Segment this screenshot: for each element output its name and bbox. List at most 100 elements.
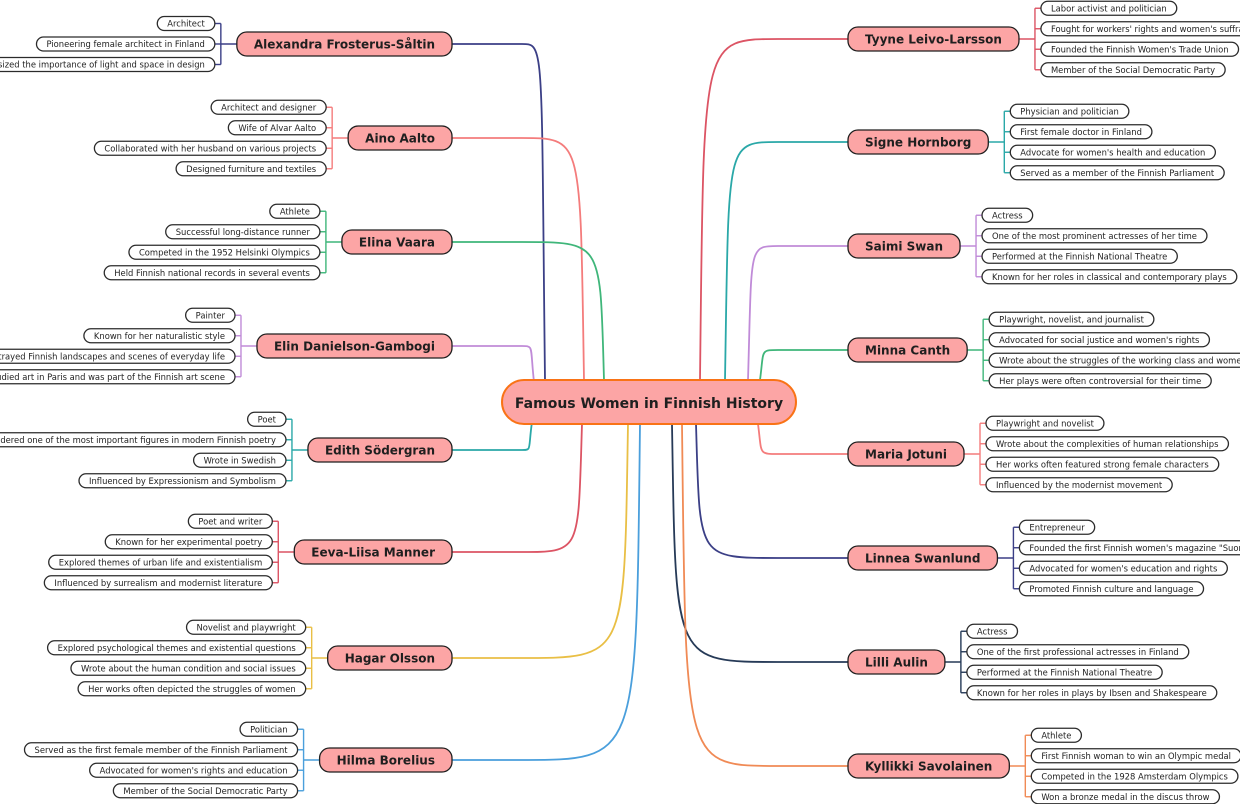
fact-item[interactable]: Her works often depicted the struggles o… bbox=[77, 681, 307, 697]
fact-item[interactable]: One of the first professional actresses … bbox=[966, 644, 1190, 660]
branch-minna-canth[interactable]: Minna Canth bbox=[847, 337, 968, 363]
fact-item[interactable]: Member of the Social Democratic Party bbox=[1040, 62, 1226, 78]
fact-item[interactable]: Wife of Alvar Aalto bbox=[227, 120, 327, 136]
branch-edith-sodergran[interactable]: Edith Södergran bbox=[307, 437, 453, 463]
fact-item[interactable]: Architect and designer bbox=[210, 99, 327, 115]
fact-item[interactable]: Known for her roles in classical and con… bbox=[981, 269, 1238, 285]
fact-item[interactable]: Influenced by the modernist movement bbox=[985, 477, 1173, 493]
fact-item[interactable]: Actress bbox=[981, 207, 1034, 223]
fact-label: Her works often featured strong female c… bbox=[996, 459, 1209, 469]
fact-item[interactable]: Her works often featured strong female c… bbox=[985, 456, 1220, 472]
fact-item[interactable]: Collaborated with her husband on various… bbox=[93, 140, 327, 156]
fact-item[interactable]: Competed in the 1928 Amsterdam Olympics bbox=[1030, 768, 1239, 784]
fact-item[interactable]: Founded the first Finnish women's magazi… bbox=[1018, 540, 1240, 556]
fact-item[interactable]: Advocated for women's rights and educati… bbox=[89, 762, 299, 778]
fact-item[interactable]: Influenced by surrealism and modernist l… bbox=[43, 575, 273, 591]
branch-aino-aalto[interactable]: Aino Aalto bbox=[347, 125, 453, 151]
fact-item[interactable]: Won a bronze medal in the discus throw bbox=[1030, 789, 1221, 804]
fact-box bbox=[1018, 560, 1228, 576]
fact-item[interactable]: Politician bbox=[239, 721, 299, 737]
fact-item[interactable]: Pioneering female architect in Finland bbox=[35, 36, 216, 52]
fact-item[interactable]: Novelist and playwright bbox=[185, 619, 307, 635]
fact-item[interactable]: One of the most prominent actresses of h… bbox=[981, 228, 1208, 244]
fact-item[interactable]: Known for her roles in plays by Ibsen an… bbox=[966, 685, 1218, 701]
branch-hilma-borelius[interactable]: Hilma Borelius bbox=[318, 747, 453, 773]
fact-item[interactable]: Athlete bbox=[269, 203, 321, 219]
fact-box bbox=[48, 554, 273, 570]
fact-box bbox=[966, 685, 1218, 701]
fact-item[interactable]: First female doctor in Finland bbox=[1009, 124, 1153, 140]
central-topic[interactable]: Famous Women in Finnish History bbox=[501, 379, 797, 425]
fact-item[interactable]: Wrote about the complexities of human re… bbox=[985, 436, 1230, 452]
fact-label: Architect and designer bbox=[221, 102, 317, 112]
fact-item[interactable]: Promoted Finnish culture and language bbox=[1018, 581, 1205, 597]
branch-lilli-aulin[interactable]: Lilli Aulin bbox=[847, 649, 946, 675]
branch-tyyne-leivo-larsson[interactable]: Tyyne Leivo-Larsson bbox=[847, 26, 1020, 52]
fact-item[interactable]: Wrote in Swedish bbox=[192, 452, 287, 468]
fact-box bbox=[981, 228, 1208, 244]
fact-item[interactable]: Poet bbox=[246, 411, 287, 427]
fact-item[interactable]: Designed furniture and textiles bbox=[175, 161, 327, 177]
fact-item[interactable]: Advocated for social justice and women's… bbox=[988, 332, 1211, 348]
fact-item[interactable]: Held Finnish national records in several… bbox=[103, 265, 321, 281]
connector-hagar-olsson bbox=[452, 423, 629, 659]
fact-item[interactable]: Explored themes of urban life and existe… bbox=[48, 554, 273, 570]
fact-item[interactable]: Competed in the 1952 Helsinki Olympics bbox=[128, 244, 321, 260]
fact-item[interactable]: Known for her naturalistic style bbox=[83, 328, 236, 344]
branch-elin-danielson-gambogi[interactable]: Elin Danielson-Gambogi bbox=[256, 333, 453, 359]
fact-item[interactable]: Known for her experimental poetry bbox=[104, 534, 273, 550]
branch-label: Maria Jotuni bbox=[865, 448, 947, 462]
fact-item[interactable]: Poet and writer bbox=[187, 513, 273, 529]
fact-item[interactable]: Performed at the Finnish National Theatr… bbox=[966, 664, 1163, 680]
fact-item[interactable]: Her plays were often controversial for t… bbox=[988, 373, 1212, 389]
fact-item[interactable]: Wrote about the human condition and soci… bbox=[70, 660, 307, 676]
fact-item[interactable]: Served as the first female member of the… bbox=[23, 742, 299, 758]
branch-kyllikki-savolainen[interactable]: Kyllikki Savolainen bbox=[847, 753, 1010, 779]
fact-item[interactable]: Fought for workers' rights and women's s… bbox=[1040, 21, 1240, 37]
fact-item[interactable]: Wrote about the struggles of the working… bbox=[988, 352, 1240, 368]
fact-item[interactable]: Painter bbox=[185, 307, 236, 323]
fact-box bbox=[988, 352, 1240, 368]
fact-item[interactable]: Founded the Finnish Women's Trade Union bbox=[1040, 41, 1240, 57]
fact-item[interactable]: Performed at the Finnish National Theatr… bbox=[981, 248, 1178, 264]
branch-alexandra-frosterus-saltin[interactable]: Alexandra Frosterus-Såltin bbox=[236, 31, 453, 57]
fact-item[interactable]: First Finnish woman to win an Olympic me… bbox=[1030, 748, 1240, 764]
fact-item[interactable]: Playwright, novelist, and journalist bbox=[988, 311, 1155, 327]
branch-saimi-swan[interactable]: Saimi Swan bbox=[847, 233, 961, 259]
branch-signe-hornborg[interactable]: Signe Hornborg bbox=[847, 129, 989, 155]
fact-box bbox=[210, 99, 327, 115]
branch-label: Elina Vaara bbox=[359, 236, 435, 250]
fact-item[interactable]: Architect bbox=[156, 15, 216, 32]
branch-label: Kyllikki Savolainen bbox=[865, 760, 992, 774]
fact-item[interactable]: Labor activist and politician bbox=[1040, 0, 1178, 16]
fact-box bbox=[83, 328, 236, 344]
fact-box bbox=[128, 244, 321, 260]
fact-item[interactable]: Advocated for women's education and righ… bbox=[1018, 560, 1228, 576]
branch-linnea-swanlund[interactable]: Linnea Swanlund bbox=[847, 545, 999, 571]
fact-item[interactable]: Explored psychological themes and existe… bbox=[46, 640, 307, 656]
fact-item[interactable]: Emphasized the importance of light and s… bbox=[0, 56, 216, 73]
fact-item[interactable]: Portrayed Finnish landscapes and scenes … bbox=[0, 348, 236, 364]
fact-item[interactable]: Served as a member of the Finnish Parlia… bbox=[1009, 165, 1225, 181]
branch-box bbox=[847, 233, 961, 259]
branch-elina-vaara[interactable]: Elina Vaara bbox=[341, 229, 453, 255]
fact-item[interactable]: Influenced by Expressionism and Symbolis… bbox=[78, 473, 287, 489]
branch-maria-jotuni[interactable]: Maria Jotuni bbox=[847, 441, 965, 467]
branch-eeva-liisa-manner[interactable]: Eeva-Liisa Manner bbox=[293, 539, 453, 565]
fact-item[interactable]: Playwright and novelist bbox=[985, 415, 1105, 431]
fact-label: Her works often depicted the struggles o… bbox=[88, 684, 296, 694]
fact-item[interactable]: Studied art in Paris and was part of the… bbox=[0, 369, 236, 385]
fact-item[interactable]: Physician and politician bbox=[1009, 103, 1130, 119]
fact-item[interactable]: Considered one of the most important fig… bbox=[0, 432, 287, 448]
fact-box bbox=[985, 477, 1173, 493]
fact-item[interactable]: Actress bbox=[966, 623, 1019, 639]
fact-item[interactable]: Successful long-distance runner bbox=[165, 224, 321, 240]
fact-item[interactable]: Entrepreneur bbox=[1018, 519, 1096, 535]
fact-item[interactable]: Advocate for women's health and educatio… bbox=[1009, 144, 1217, 160]
fact-item[interactable]: Athlete bbox=[1030, 727, 1083, 743]
fact-label: Competed in the 1928 Amsterdam Olympics bbox=[1041, 771, 1228, 781]
fact-item[interactable]: Member of the Social Democratic Party bbox=[112, 783, 299, 799]
branch-label: Hilma Borelius bbox=[337, 754, 435, 768]
branch-hagar-olsson[interactable]: Hagar Olsson bbox=[327, 645, 453, 671]
fact-box bbox=[1009, 124, 1153, 140]
